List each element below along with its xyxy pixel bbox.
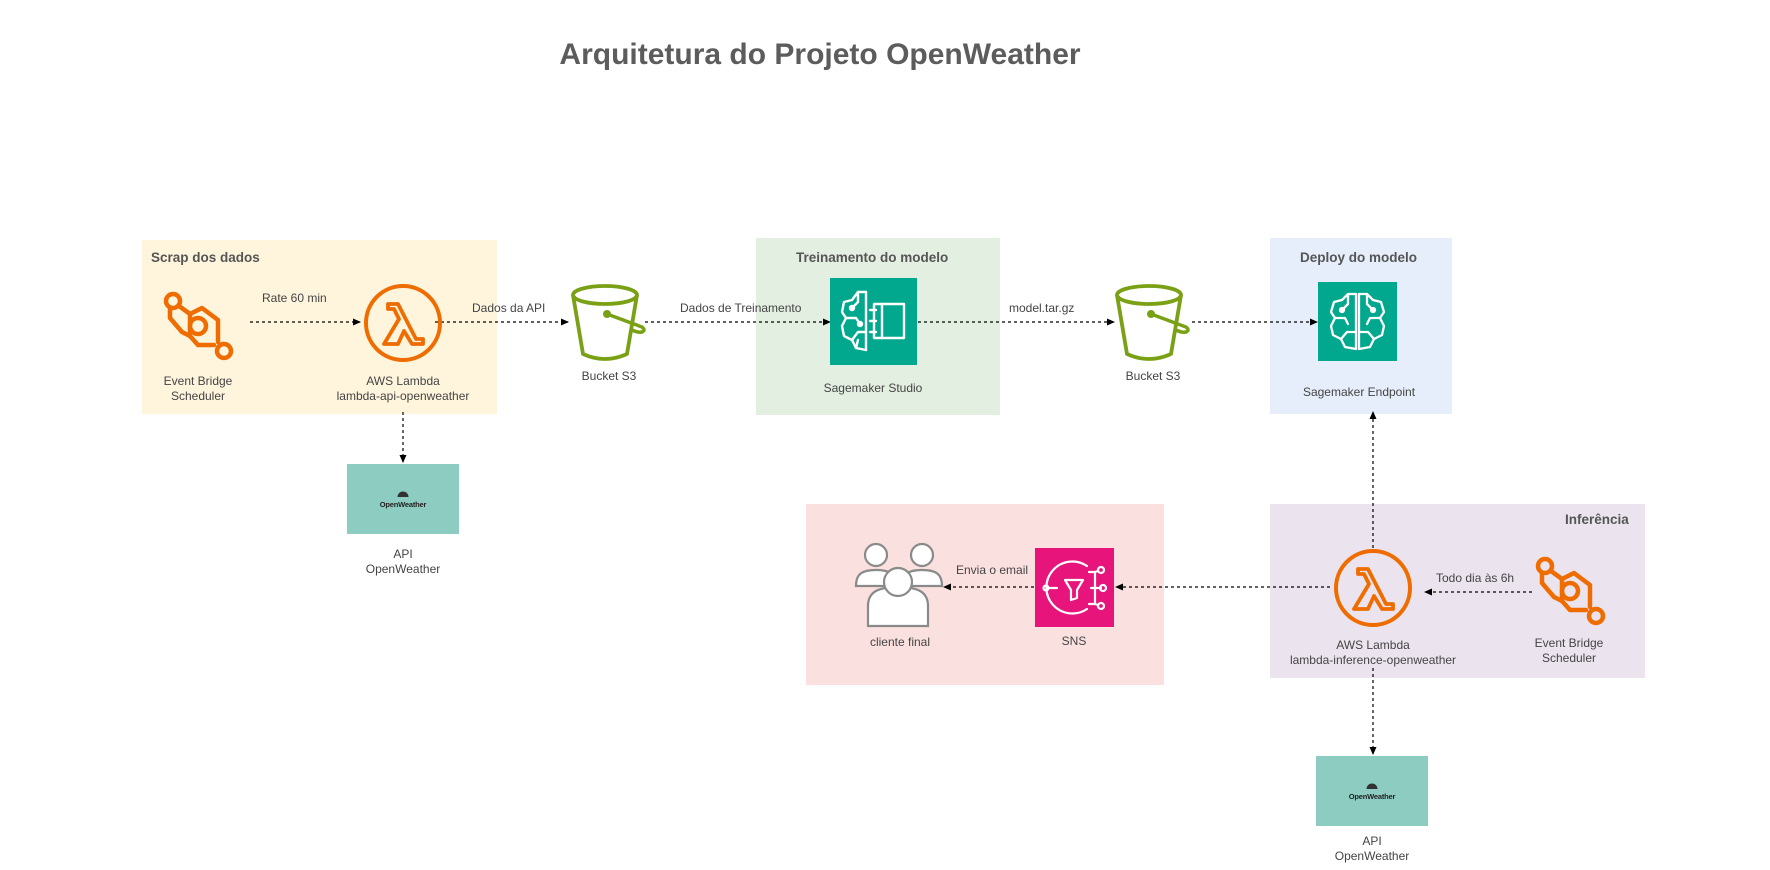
eventbridge-1-line1: Event Bridge bbox=[163, 374, 233, 388]
openweather-api-box: OpenWeather bbox=[1316, 756, 1428, 826]
openweather-logo-icon bbox=[396, 491, 410, 502]
lambda-2-label: AWS Lambda lambda-inference-openweather bbox=[1288, 638, 1458, 668]
openweather-api-box: OpenWeather bbox=[347, 464, 459, 534]
lambda-2-line2: lambda-inference-openweather bbox=[1289, 653, 1457, 667]
openweather-logo-icon bbox=[1365, 783, 1379, 794]
bucket-1-label: Bucket S3 bbox=[581, 369, 637, 383]
eventbridge-1-label: Event Bridge Scheduler bbox=[148, 374, 248, 404]
edge-label-dados-api: Dados da API bbox=[472, 301, 546, 315]
eventbridge-1-line2: Scheduler bbox=[170, 389, 226, 403]
users-icon bbox=[854, 542, 944, 628]
openweather-logo-text: OpenWeather bbox=[1348, 791, 1396, 801]
api-2-line1: API bbox=[1362, 834, 1382, 848]
cliente-label: cliente final bbox=[869, 635, 931, 649]
lambda-icon bbox=[364, 284, 442, 362]
lambda-1-line1: AWS Lambda bbox=[366, 374, 440, 388]
api-1-label: API OpenWeather bbox=[353, 547, 453, 577]
group-title-training: Treinamento do modelo bbox=[796, 250, 949, 265]
group-title-inference: Inferência bbox=[1565, 512, 1629, 527]
s3-bucket-icon bbox=[571, 284, 646, 361]
sagemaker-studio-icon bbox=[830, 278, 917, 365]
edge-label-dados-treinamento: Dados de Treinamento bbox=[680, 301, 802, 315]
lambda-1-label: AWS Lambda lambda-api-openweather bbox=[328, 374, 478, 404]
api-2-label: API OpenWeather bbox=[1322, 834, 1422, 864]
api-1-line1: API bbox=[393, 547, 413, 561]
eventbridge-2-line1: Event Bridge bbox=[1534, 636, 1604, 650]
lambda-icon bbox=[1334, 549, 1412, 627]
lambda-1-line2: lambda-api-openweather bbox=[336, 389, 470, 403]
diagram-title: Arquitetura do Projeto OpenWeather bbox=[559, 38, 1081, 71]
edge-label-model: model.tar.gz bbox=[1009, 301, 1075, 315]
eventbridge-2-line2: Scheduler bbox=[1541, 651, 1597, 665]
group-title-deploy: Deploy do modelo bbox=[1300, 250, 1418, 265]
edge-label-envia-email: Envia o email bbox=[956, 563, 1029, 577]
bucket-2-label: Bucket S3 bbox=[1125, 369, 1181, 383]
sns-icon bbox=[1035, 548, 1114, 627]
openweather-logo-text: OpenWeather bbox=[379, 499, 427, 509]
s3-bucket-icon bbox=[1115, 284, 1190, 361]
sagemaker-endpoint-icon bbox=[1318, 282, 1397, 361]
api-1-line2: OpenWeather bbox=[365, 562, 441, 576]
eventbridge-scheduler-icon bbox=[1535, 556, 1606, 626]
api-2-line2: OpenWeather bbox=[1334, 849, 1410, 863]
sagemaker-studio-label: Sagemaker Studio bbox=[823, 381, 923, 395]
eventbridge-scheduler-icon bbox=[163, 291, 234, 361]
sagemaker-endpoint-label: Sagemaker Endpoint bbox=[1302, 385, 1416, 399]
group-inference bbox=[1270, 504, 1645, 678]
edge-label-todo-dia: Todo dia às 6h bbox=[1436, 571, 1515, 585]
lambda-2-line1: AWS Lambda bbox=[1336, 638, 1410, 652]
group-title-scrap: Scrap dos dados bbox=[151, 250, 260, 265]
sns-label: SNS bbox=[1061, 634, 1087, 648]
edge-label-rate: Rate 60 min bbox=[262, 291, 327, 305]
eventbridge-2-label: Event Bridge Scheduler bbox=[1519, 636, 1619, 666]
